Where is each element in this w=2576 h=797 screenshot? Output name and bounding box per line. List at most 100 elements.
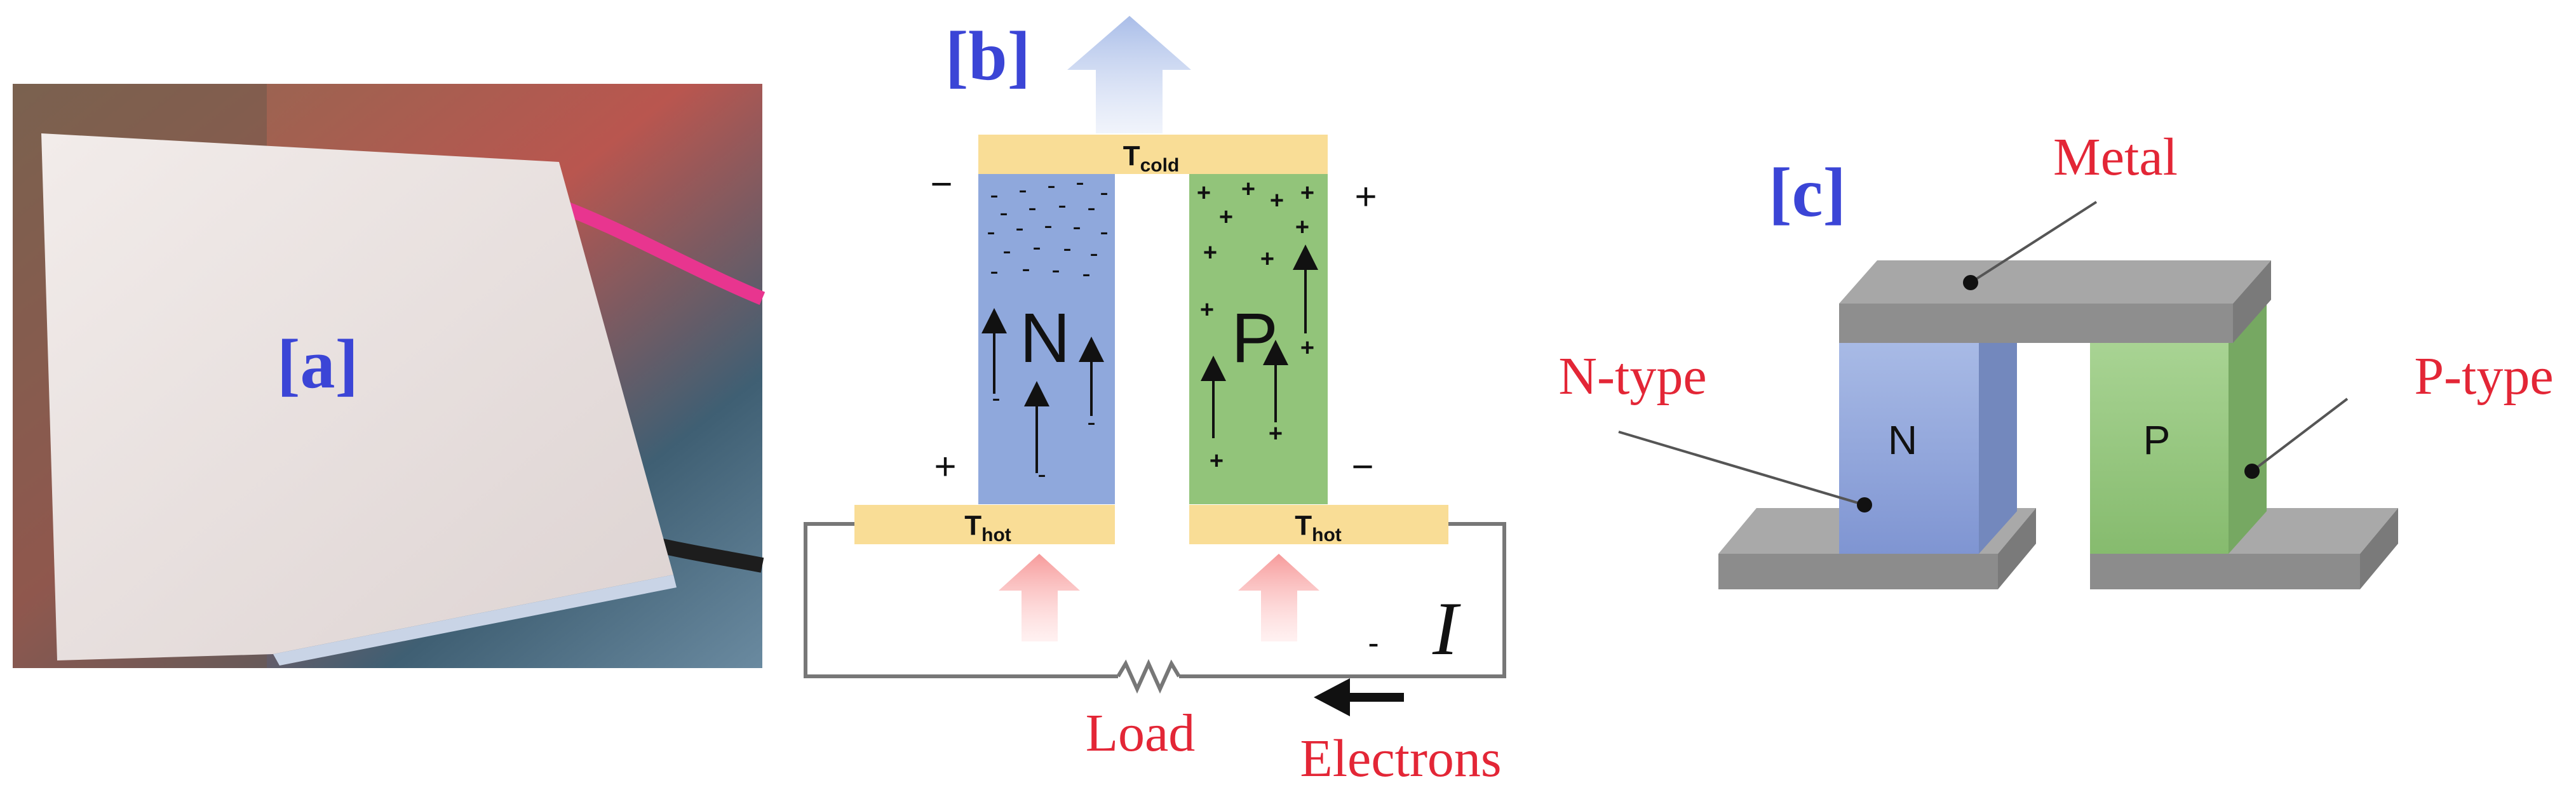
pad-left-front xyxy=(1718,554,1998,589)
electron-flow-arrow-head xyxy=(1314,678,1350,716)
cold-p-plus: + xyxy=(1354,175,1377,218)
hole: + xyxy=(1300,335,1314,361)
p-type-dot xyxy=(2244,464,2260,479)
t-hot-left-label: Thot xyxy=(964,510,1011,546)
panel-a-label: [a] xyxy=(277,325,358,403)
t-hot-right-label: Thot xyxy=(1295,510,1342,546)
cold-n-minus: − xyxy=(930,163,952,205)
n-type-leader xyxy=(1618,431,1865,506)
electron: - xyxy=(1076,168,1084,196)
electron: - xyxy=(999,199,1008,227)
electron: - xyxy=(1063,234,1071,262)
heat-in-arrow-left xyxy=(999,554,1080,641)
red-wire xyxy=(550,196,765,305)
metal-dot xyxy=(1963,275,1978,290)
pad-left-side xyxy=(1998,508,2036,589)
plate-edge xyxy=(273,575,677,666)
t-hot-right-main: T xyxy=(1295,510,1312,541)
electron: - xyxy=(1082,260,1090,288)
panel-b: [b] Tcold Thot Thot N P - - - - - xyxy=(804,16,1506,788)
n-type-dot xyxy=(1857,497,1872,512)
electron: - xyxy=(1100,178,1108,206)
hole: + xyxy=(1219,204,1233,231)
electron: - xyxy=(990,257,998,285)
electron: - xyxy=(1089,239,1098,267)
hole: + xyxy=(1270,187,1284,214)
ceramic-plate xyxy=(41,133,673,660)
t-cold-sub: cold xyxy=(1140,155,1180,176)
metal-bridge xyxy=(1839,260,2271,343)
electron: - xyxy=(1100,218,1108,246)
electron: - xyxy=(1044,211,1052,239)
metal-label: Metal xyxy=(2053,128,2178,187)
electrons-label: Electrons xyxy=(1300,729,1501,788)
electron: - xyxy=(1037,460,1046,488)
carrier-arrows xyxy=(981,244,1318,473)
electron: - xyxy=(1051,256,1060,284)
electron: - xyxy=(987,218,995,246)
heat-in-arrow-right xyxy=(1238,554,1319,641)
panel-a: [a] xyxy=(13,84,765,668)
n-leg-label: N xyxy=(1020,299,1070,377)
hole: + xyxy=(1241,176,1255,203)
t-cold-main: T xyxy=(1123,140,1140,171)
load-label: Load xyxy=(1086,704,1196,763)
hole: + xyxy=(1200,297,1214,323)
panel-c-label: [c] xyxy=(1769,154,1846,231)
hole: + xyxy=(1300,180,1314,206)
p-block: P xyxy=(2090,298,2267,554)
p-type-label: P-type xyxy=(2414,347,2553,406)
electron: - xyxy=(1028,194,1036,222)
electron: - xyxy=(1015,214,1023,242)
electron: - xyxy=(1072,213,1081,241)
electron: - xyxy=(1047,171,1055,199)
p-block-label: P xyxy=(2143,417,2171,463)
heat-out-arrow xyxy=(1067,16,1191,133)
electron: - xyxy=(1002,237,1011,265)
panel-c: [c] N P xyxy=(1558,128,2554,589)
metal-bridge-side xyxy=(2233,260,2271,343)
p-block-side xyxy=(2229,298,2267,554)
n-block-side xyxy=(1979,298,2017,554)
metal-bridge-front xyxy=(1839,304,2233,343)
p-holes: + + + + + + + + + + + + xyxy=(1197,176,1314,474)
electron: - xyxy=(1058,191,1066,219)
n-block-front xyxy=(1839,338,1979,554)
p-leg xyxy=(1189,174,1328,504)
electron-flow-arrow xyxy=(1314,678,1404,716)
pad-right-front xyxy=(2090,554,2360,589)
current-label: I xyxy=(1432,586,1461,671)
panel-b-label: [b] xyxy=(945,17,1030,95)
electron: - xyxy=(990,181,998,209)
t-hot-right-sub: hot xyxy=(1312,525,1342,546)
hole: + xyxy=(1197,180,1211,206)
circuit-wire-right xyxy=(1179,522,1506,678)
hot-n-plus: + xyxy=(934,445,956,488)
cold-electrode xyxy=(978,135,1328,174)
electron: - xyxy=(1032,233,1041,261)
t-hot-left-main: T xyxy=(964,510,981,541)
terminal-signs: − + + − xyxy=(930,163,1377,488)
t-hot-left-sub: hot xyxy=(981,525,1011,546)
hole: + xyxy=(1210,448,1224,474)
t-cold-label: Tcold xyxy=(1123,140,1180,176)
circuit-wire xyxy=(804,522,1118,678)
hole: + xyxy=(1203,239,1217,266)
hole: + xyxy=(1260,246,1274,272)
hot-electrode-left xyxy=(854,505,1115,544)
n-block: N xyxy=(1839,298,2017,554)
load-resistor xyxy=(1116,659,1181,694)
hot-electrode-right xyxy=(1189,505,1448,544)
electron: - xyxy=(1018,176,1027,204)
n-electrons: - - - - - - - - - - - - - - - - - - - - … xyxy=(987,168,1108,488)
p-leg-label: P xyxy=(1231,299,1278,377)
hot-p-minus: − xyxy=(1351,445,1373,488)
electron: - xyxy=(1087,408,1095,436)
p-block-front xyxy=(2090,338,2229,554)
electron: - xyxy=(1087,194,1095,222)
hole: + xyxy=(1295,214,1309,241)
metal-bridge-top xyxy=(1839,260,2271,304)
p-type-leader xyxy=(2251,398,2349,472)
pad-right-side xyxy=(2360,508,2398,589)
